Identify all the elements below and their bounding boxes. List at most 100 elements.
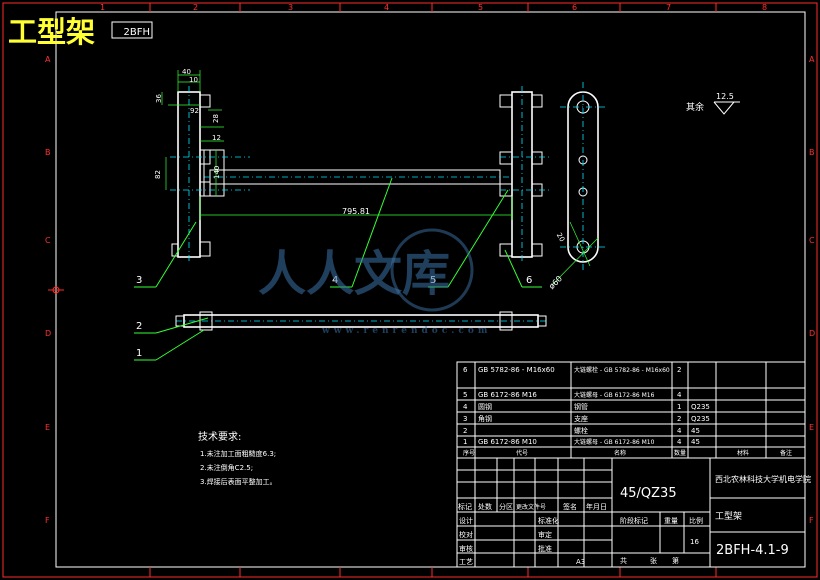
dim-20: 20 bbox=[555, 232, 566, 244]
bom-name: 大链螺栓 - GB 5782-86 - M16x60 bbox=[574, 366, 670, 374]
tech-item: 2.未注倒角C2.5; bbox=[200, 463, 253, 472]
tb-label: 校对 bbox=[459, 530, 473, 539]
code-box-text: 2BFH bbox=[124, 27, 151, 38]
dim-795: 795.81 bbox=[342, 207, 370, 216]
side-view: 20 ø60 bbox=[547, 82, 606, 291]
sheet-size: A3 bbox=[576, 558, 585, 566]
col-label: 3 bbox=[288, 3, 293, 12]
row-label: A bbox=[45, 55, 51, 64]
bom-qty: 2 bbox=[677, 415, 681, 423]
roughness-symbol bbox=[713, 101, 735, 115]
tech-requirements: 技术要求: 1.未注加工面粗糙度6.3; 2.未注倒角C2.5; 3.焊接后表面… bbox=[198, 430, 277, 486]
row-label: B bbox=[45, 148, 51, 157]
tb-label: 更改文件号 bbox=[516, 503, 546, 511]
row-label: F bbox=[45, 516, 50, 525]
bom-code: GB 5782-86 - M16x60 bbox=[478, 366, 555, 374]
code-box bbox=[111, 21, 153, 39]
dim-140: 140 bbox=[213, 166, 221, 179]
dim-28: 28 bbox=[212, 114, 220, 123]
school-name: 西北农林科技大学机电学院 bbox=[715, 474, 811, 484]
tb-label: 共 bbox=[620, 556, 627, 565]
bom-header: 材料 bbox=[737, 449, 749, 457]
tb-label: 批准 bbox=[538, 544, 552, 553]
bom-header: 代号 bbox=[516, 449, 528, 457]
tb-label: 审定 bbox=[538, 530, 552, 539]
col-label: 8 bbox=[762, 3, 767, 12]
dim-40: 40 bbox=[182, 68, 191, 76]
material-spec: 45/QZ35 bbox=[620, 486, 677, 501]
row-label: B bbox=[809, 148, 815, 157]
bom-no: 3 bbox=[463, 415, 467, 423]
rest-label: 其余 bbox=[686, 101, 704, 113]
tb-label: 比例 bbox=[689, 516, 703, 525]
col-label: 5 bbox=[478, 3, 483, 12]
bom-no: 5 bbox=[463, 391, 467, 399]
bom-header: 序号 bbox=[463, 449, 475, 457]
tb-label: 审核 bbox=[459, 544, 473, 553]
tb-label: 标记 bbox=[458, 502, 472, 511]
bom-qty: 1 bbox=[677, 403, 681, 411]
bom-header: 备注 bbox=[780, 449, 792, 457]
bom-no: 1 bbox=[463, 438, 467, 446]
watermark-text: 人人文库 bbox=[258, 246, 450, 302]
bom-qty: 4 bbox=[677, 438, 682, 446]
dim-92: 92 bbox=[190, 107, 199, 115]
bom-qty: 4 bbox=[677, 391, 682, 399]
dim-10: 10 bbox=[189, 76, 198, 84]
callout-6: 6 bbox=[526, 275, 532, 286]
bom-no: 2 bbox=[463, 427, 467, 435]
bom-no: 6 bbox=[463, 366, 468, 374]
roughness-value: 12.5 bbox=[716, 92, 734, 101]
bom-code: GB 6172-86 M16 bbox=[478, 391, 537, 399]
col-label: 4 bbox=[384, 3, 389, 12]
col-label: 6 bbox=[572, 3, 577, 12]
tb-label: 处数 bbox=[478, 502, 492, 511]
watermark: 人人文库 www.renrendoc.com bbox=[258, 228, 491, 336]
watermark-url: www.renrendoc.com bbox=[321, 326, 491, 336]
bom-qty: 2 bbox=[677, 366, 681, 374]
tb-label: 张 bbox=[650, 556, 657, 565]
row-label: A bbox=[809, 55, 815, 64]
callout-1: 1 bbox=[136, 348, 142, 359]
col-label: 1 bbox=[100, 3, 105, 12]
drawing-number: 2BFH-4.1-9 bbox=[716, 543, 789, 558]
bom-name: 支座 bbox=[574, 414, 588, 423]
bom-no: 4 bbox=[463, 403, 468, 411]
tb-label: 重量 bbox=[664, 517, 678, 525]
part-name: 工型架 bbox=[715, 511, 742, 522]
bom-name: 大链螺母 - GB 6172-86 M10 bbox=[574, 438, 655, 446]
row-label: E bbox=[45, 423, 50, 432]
row-label: C bbox=[809, 236, 815, 245]
bom-name: 螺栓 bbox=[574, 426, 588, 435]
tech-item: 3.焊接后表面平整加工。 bbox=[200, 477, 277, 486]
row-label: D bbox=[809, 329, 815, 338]
title-stamp: 工型架 bbox=[8, 15, 95, 49]
bom-header: 名称 bbox=[614, 449, 626, 457]
bottom-view bbox=[175, 311, 548, 331]
callout-2: 2 bbox=[136, 321, 142, 332]
dim-12: 12 bbox=[212, 134, 221, 142]
tb-label: 工艺 bbox=[459, 558, 473, 566]
bom-code: 角钢 bbox=[478, 414, 492, 423]
row-label: D bbox=[45, 329, 51, 338]
dim-82: 82 bbox=[154, 170, 162, 179]
bom-code: 圆钢 bbox=[478, 402, 492, 411]
bom-name: 大链螺母 - GB 6172-86 M16 bbox=[574, 391, 655, 399]
front-view bbox=[170, 86, 550, 262]
callout-3: 3 bbox=[136, 275, 142, 286]
callout-4: 4 bbox=[332, 275, 338, 286]
row-label: E bbox=[809, 423, 814, 432]
col-label: 7 bbox=[666, 3, 671, 12]
callout-5: 5 bbox=[430, 275, 436, 286]
weight-value: 16 bbox=[690, 538, 699, 546]
title-block bbox=[456, 457, 806, 568]
dim-60: ø60 bbox=[547, 274, 564, 291]
tech-item: 1.未注加工面粗糙度6.3; bbox=[200, 449, 276, 458]
dim-36: 36 bbox=[155, 94, 163, 103]
tb-label: 年月日 bbox=[586, 502, 607, 511]
bom-code: GB 6172-86 M10 bbox=[478, 438, 537, 446]
row-label: C bbox=[45, 236, 51, 245]
tb-label: 第 bbox=[672, 556, 679, 565]
dimensions: 40 10 36 92 28 12 140 82 795.81 bbox=[154, 68, 513, 220]
